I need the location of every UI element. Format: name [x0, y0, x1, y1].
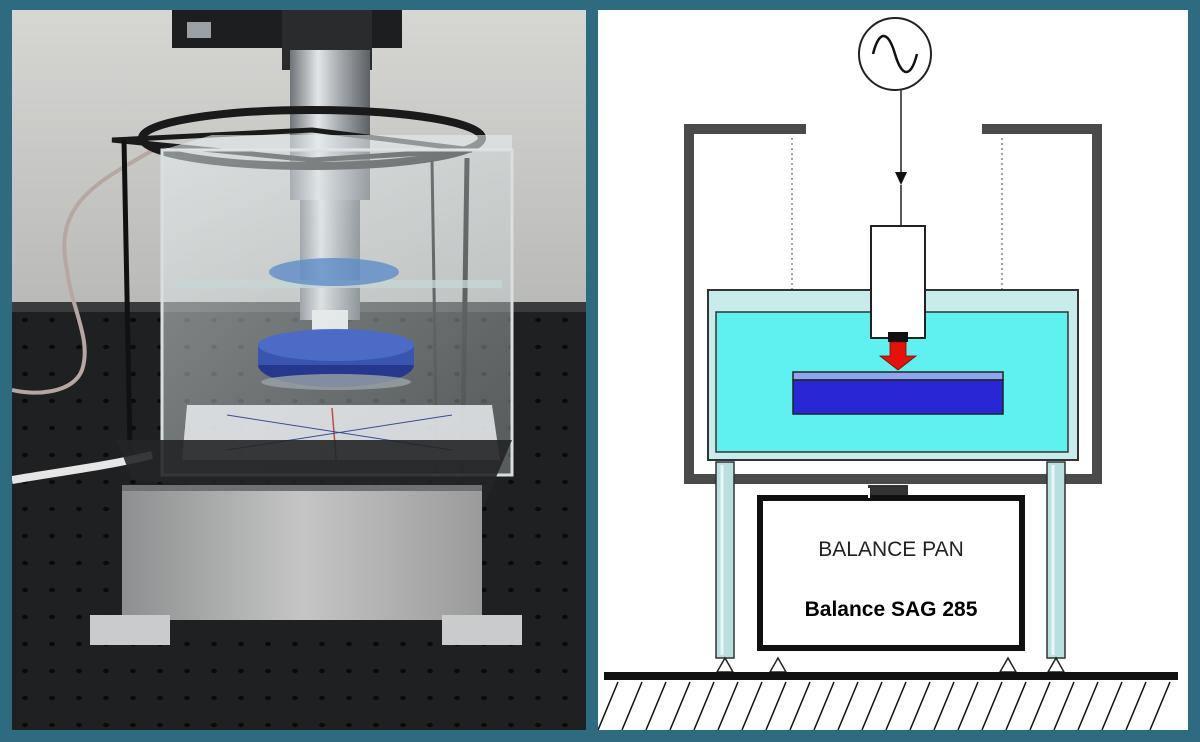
- support-frame: [684, 124, 1102, 484]
- apparatus-photo-icon: [12, 10, 586, 730]
- support-feet: [715, 656, 1066, 673]
- probe: [870, 225, 926, 371]
- setup-diagram: BALANCE PAN Balance SAG 285: [598, 10, 1188, 730]
- balance-box: [757, 488, 1025, 651]
- ground: [598, 672, 1178, 730]
- sample: [792, 371, 1004, 415]
- apparatus-photo: [12, 10, 586, 730]
- balance-label: Balance SAG 285: [805, 598, 978, 621]
- ac-source-icon: [858, 17, 932, 91]
- signal-arrowhead: [895, 172, 907, 185]
- force-arrow-icon: [878, 341, 918, 371]
- balance-pan-label: BALANCE PAN: [818, 538, 964, 561]
- schematic-svg: BALANCE PAN Balance SAG 285: [598, 17, 1178, 730]
